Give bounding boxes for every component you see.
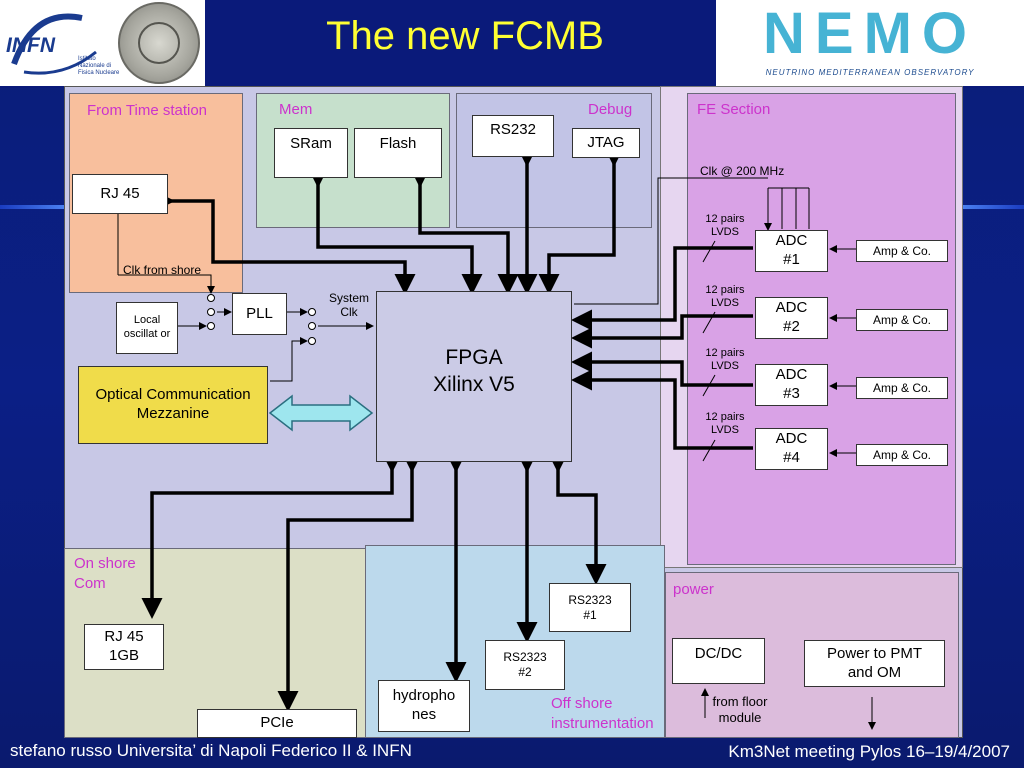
nemo-logo-text: NEMO <box>763 1 977 66</box>
stripe-decoration <box>963 205 1024 209</box>
region-onshore-label: On shore Com <box>74 555 136 592</box>
amp-1-block: Amp & Co. <box>856 240 948 262</box>
bus-fpga-rs2323-1 <box>547 452 607 585</box>
footer-author: stefano russo Universita’ di Napoli Fede… <box>10 741 412 760</box>
power-pmt-block: Power to PMT and OM <box>804 640 945 687</box>
footer-meeting: Km3Net meeting Pylos 16–19/4/2007 <box>728 742 1010 761</box>
local-oscillator-block: Local oscillat or <box>116 302 178 354</box>
fpga-model-label: Xilinx V5 <box>433 373 515 397</box>
fpga-block: FPGA Xilinx V5 <box>376 291 572 462</box>
bus-jtag-fpga <box>538 146 625 295</box>
adc-1-block: ADC #1 <box>755 230 828 272</box>
region-time-station-label: From Time station <box>87 102 208 119</box>
bus-flash-fpga <box>409 167 519 295</box>
pcie-block: PCIe <box>197 709 357 738</box>
adc-3-block: ADC #3 <box>755 364 828 406</box>
infn-logo-subtext: Istituto Nazionale di Fisica Nucleare <box>78 56 120 77</box>
lvds-2-label: 12 pairs LVDS <box>705 284 745 310</box>
sram-block: SRam <box>274 128 348 178</box>
infn-seal-icon <box>118 2 200 84</box>
amp-3-block: Amp & Co. <box>856 377 948 399</box>
rs2323-2-block: RS2323 #2 <box>485 640 565 690</box>
rs2323-1-block: RS2323 #1 <box>549 583 631 632</box>
region-mem-label: Mem <box>279 101 313 118</box>
pll-block: PLL <box>232 293 287 335</box>
stripe-decoration <box>0 205 64 209</box>
optical-double-arrow <box>268 394 374 432</box>
bus-adc3-fpga <box>571 351 753 387</box>
from-floor-module-label: from floor module <box>712 694 768 725</box>
infn-logo-text: INFN <box>6 34 55 57</box>
lvds-slash-2 <box>702 311 716 334</box>
line-optical-switch <box>270 337 308 382</box>
jtag-block: JTAG <box>572 128 640 158</box>
rj45-block: RJ 45 <box>72 174 168 214</box>
nemo-logo-subtext: NEUTRINO MEDITERRANEAN OBSERVATORY <box>765 68 975 77</box>
fpga-label: FPGA <box>445 346 503 369</box>
amp-4-block: Amp & Co. <box>856 444 948 466</box>
switch-contact <box>207 294 215 302</box>
bus-fpga-pcie <box>277 452 423 712</box>
region-offshore-label: Off shore instrumentation <box>551 695 654 732</box>
region-power-label: power <box>673 581 714 598</box>
dcdc-block: DC/DC <box>672 638 765 684</box>
bus-adc2-fpga <box>571 314 753 349</box>
clk-200-label: Clk @ 200 MHz <box>700 164 785 178</box>
bus-fpga-rj45-1gb <box>141 452 403 619</box>
switch-contact <box>207 308 215 316</box>
lvds-slash-3 <box>702 374 716 397</box>
switch-contact <box>308 322 316 330</box>
infn-logo: INFN Istituto Nazionale di Fisica Nuclea… <box>0 0 205 86</box>
lvds-3-label: 12 pairs LVDS <box>705 347 745 373</box>
adc-2-block: ADC #2 <box>755 297 828 339</box>
region-debug-label: Debug <box>588 101 633 118</box>
line-clk-200 <box>574 177 768 305</box>
lvds-1-label: 12 pairs LVDS <box>705 213 745 239</box>
bus-adc4-fpga <box>571 369 753 450</box>
line-clk-shore-switch <box>118 274 215 294</box>
amp-2-block: Amp & Co. <box>856 309 948 331</box>
slide-title: The new FCMB <box>326 14 604 58</box>
clk-from-shore-label: Clk from shore <box>123 263 202 277</box>
switch-contact <box>207 322 215 330</box>
switch-contact <box>308 308 316 316</box>
system-clk-label: System Clk <box>328 291 369 320</box>
rj45-1gb-block: RJ 45 1GB <box>84 624 164 670</box>
lvds-4-label: 12 pairs LVDS <box>705 411 745 437</box>
adc-4-block: ADC #4 <box>755 428 828 470</box>
nemo-logo: NEMO NEUTRINO MEDITERRANEAN OBSERVATORY <box>716 0 1024 86</box>
optical-mezzanine-block: Optical Communication Mezzanine <box>78 366 268 444</box>
flash-block: Flash <box>354 128 442 178</box>
rs232-block: RS232 <box>472 115 554 157</box>
hydrophones-block: hydropho nes <box>378 680 470 732</box>
infn-swoosh-icon <box>11 13 97 75</box>
lvds-slash-4 <box>702 439 716 462</box>
region-fe-section-label: FE Section <box>697 101 771 118</box>
switch-contact <box>308 337 316 345</box>
bus-adc1-fpga <box>571 246 753 331</box>
lvds-slash-1 <box>702 240 716 263</box>
